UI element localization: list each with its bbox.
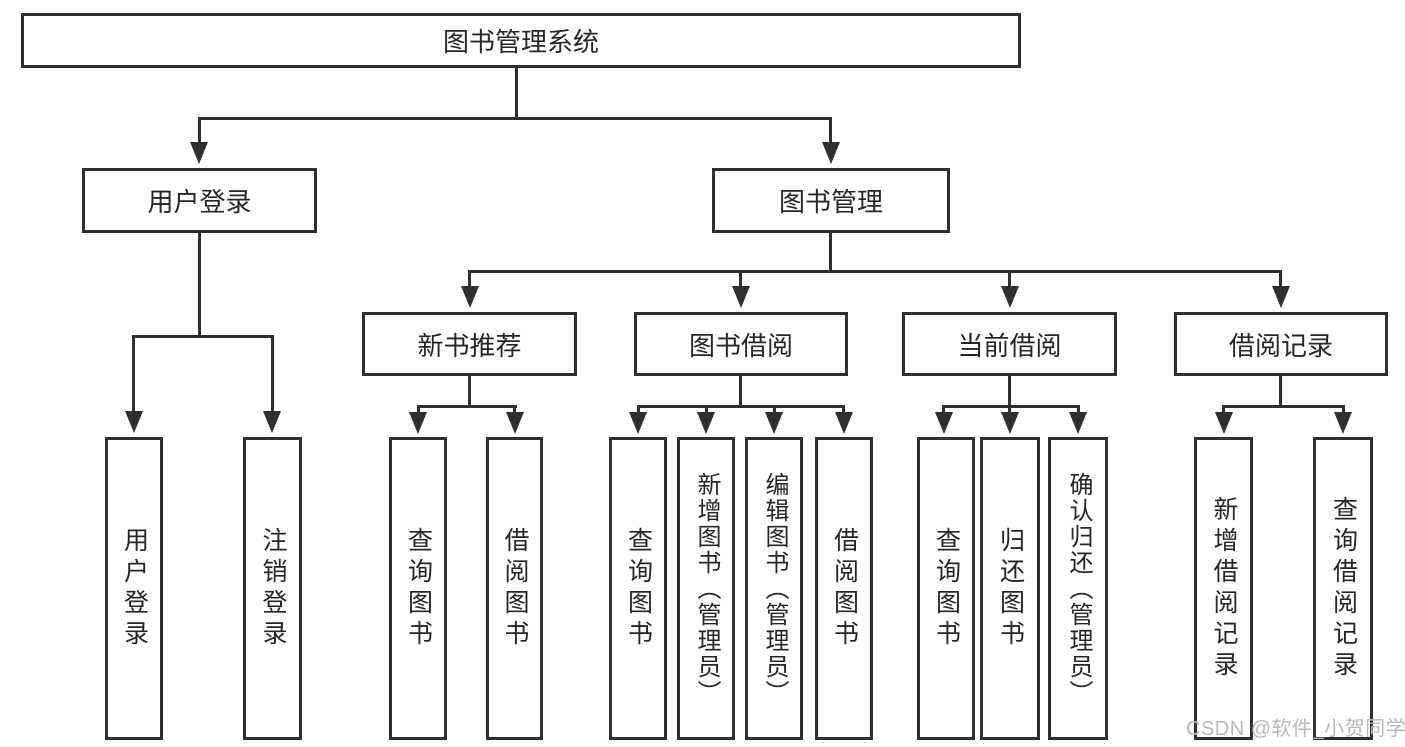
leaf-borrow-books: 借阅图书 bbox=[815, 437, 873, 740]
leaf-add-borrow-record: 新增借阅记录 bbox=[1194, 437, 1253, 740]
arrow-down-icon bbox=[1001, 412, 1019, 434]
leaf-add-books-admin: 新增图书（管理员） bbox=[677, 437, 735, 740]
leaf-logout-label: 注销登录 bbox=[259, 526, 287, 651]
leaf-confirm-return-admin: 确认归还（管理员） bbox=[1048, 437, 1108, 740]
connector-line bbox=[132, 335, 274, 338]
connector-line bbox=[942, 405, 945, 415]
connector-line bbox=[417, 405, 517, 408]
connector-line bbox=[515, 68, 518, 120]
arrow-down-icon bbox=[1334, 412, 1352, 434]
connector-line bbox=[468, 376, 471, 408]
leaf-confirm-return-admin-label: 确认归还（管理员） bbox=[1065, 471, 1092, 706]
leaf-return-books-label: 归还图书 bbox=[996, 526, 1025, 651]
leaf-query-books-current-label: 查询图书 bbox=[932, 526, 961, 651]
leaf-query-borrow-record: 查询借阅记录 bbox=[1313, 437, 1373, 740]
leaf-query-borrow-record-label: 查询借阅记录 bbox=[1329, 495, 1358, 682]
connector-line bbox=[739, 376, 742, 408]
arrow-down-icon bbox=[835, 412, 853, 434]
node-book-borrowing: 图书借阅 bbox=[634, 312, 848, 376]
arrow-down-icon bbox=[1272, 286, 1290, 308]
connector-line bbox=[773, 405, 776, 415]
connector-line bbox=[829, 117, 832, 145]
leaf-edit-books-admin: 编辑图书（管理员） bbox=[745, 437, 803, 740]
leaf-add-borrow-record-label: 新增借阅记录 bbox=[1210, 495, 1238, 682]
connector-line bbox=[842, 405, 845, 415]
connector-line bbox=[1222, 405, 1345, 408]
arrow-down-icon bbox=[935, 412, 953, 434]
node-new-book-recommend: 新书推荐 bbox=[362, 312, 577, 376]
arrow-down-icon bbox=[125, 411, 143, 433]
connector-line bbox=[1279, 376, 1282, 408]
connector-line bbox=[1008, 376, 1011, 408]
connector-line bbox=[198, 117, 831, 120]
node-current-borrowing: 当前借阅 bbox=[902, 312, 1117, 376]
arrow-down-icon bbox=[190, 142, 208, 164]
arrow-down-icon bbox=[506, 412, 524, 434]
arrow-down-icon bbox=[629, 412, 647, 434]
node-root-label: 图书管理系统 bbox=[442, 27, 599, 57]
connector-line bbox=[271, 335, 274, 414]
connector-line bbox=[829, 233, 832, 273]
arrow-down-icon bbox=[697, 412, 715, 434]
csdn-watermark: CSDN @软件_小贺同学 bbox=[1186, 718, 1405, 740]
connector-line bbox=[132, 335, 135, 414]
arrow-down-icon bbox=[1069, 412, 1087, 434]
connector-line bbox=[637, 405, 845, 408]
arrow-down-icon bbox=[263, 411, 281, 433]
connector-line bbox=[513, 405, 516, 415]
connector-line bbox=[942, 405, 1080, 408]
connector-line bbox=[468, 270, 471, 290]
connector-line bbox=[637, 405, 640, 415]
leaf-query-books-current: 查询图书 bbox=[917, 437, 975, 740]
node-root: 图书管理系统 bbox=[21, 13, 1021, 68]
node-book-borrowing-label: 图书借阅 bbox=[688, 330, 793, 361]
leaf-logout: 注销登录 bbox=[243, 437, 302, 740]
leaf-query-books-borrow: 查询图书 bbox=[609, 437, 667, 740]
node-borrowing-records: 借阅记录 bbox=[1174, 312, 1388, 376]
connector-line bbox=[1077, 405, 1080, 415]
leaf-edit-books-admin-label: 编辑图书（管理员） bbox=[761, 471, 788, 706]
leaf-return-books: 归还图书 bbox=[980, 437, 1040, 740]
leaf-add-books-admin-label: 新增图书（管理员） bbox=[693, 471, 720, 706]
arrow-down-icon bbox=[822, 142, 840, 164]
connector-line bbox=[417, 405, 420, 415]
arrow-down-icon bbox=[765, 412, 783, 434]
connector-line bbox=[705, 405, 708, 415]
connector-line bbox=[1279, 270, 1282, 290]
leaf-borrow-books-recommend-label: 借阅图书 bbox=[501, 526, 529, 651]
node-borrowing-records-label: 借阅记录 bbox=[1228, 330, 1333, 361]
connector-line bbox=[468, 270, 1282, 273]
arrow-down-icon bbox=[1001, 286, 1019, 308]
connector-line bbox=[198, 233, 201, 338]
node-user-login: 用户登录 bbox=[82, 168, 317, 233]
node-book-management: 图书管理 bbox=[712, 168, 950, 233]
connector-line bbox=[1342, 405, 1345, 415]
node-new-book-recommend-label: 新书推荐 bbox=[417, 330, 522, 361]
connector-line bbox=[198, 117, 201, 145]
arrow-down-icon bbox=[461, 286, 479, 308]
connector-line bbox=[1008, 405, 1011, 415]
node-user-login-label: 用户登录 bbox=[147, 187, 252, 217]
connector-line bbox=[1222, 405, 1225, 415]
leaf-user-login-label: 用户登录 bbox=[120, 526, 149, 651]
connector-line bbox=[739, 270, 742, 290]
node-book-management-label: 图书管理 bbox=[778, 187, 883, 217]
leaf-borrow-books-label: 借阅图书 bbox=[830, 526, 859, 651]
leaf-query-books-borrow-label: 查询图书 bbox=[624, 526, 653, 651]
arrow-down-icon bbox=[732, 286, 750, 308]
leaf-borrow-books-recommend: 借阅图书 bbox=[486, 437, 543, 740]
arrow-down-icon bbox=[1215, 412, 1233, 434]
leaf-query-books-recommend: 查询图书 bbox=[389, 437, 447, 740]
connector-line bbox=[1008, 270, 1011, 290]
leaf-query-books-recommend-label: 查询图书 bbox=[404, 526, 433, 651]
arrow-down-icon bbox=[409, 412, 427, 434]
leaf-user-login: 用户登录 bbox=[105, 437, 163, 740]
node-current-borrowing-label: 当前借阅 bbox=[957, 330, 1062, 361]
